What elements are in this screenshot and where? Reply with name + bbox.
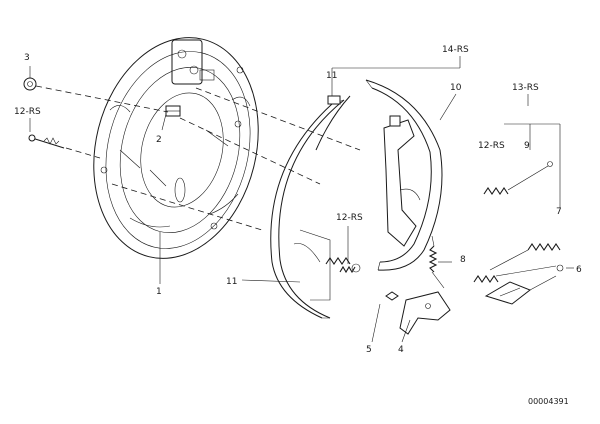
document-number: 00004391	[528, 397, 569, 406]
lower-return-spring	[489, 243, 561, 271]
adjuster-spring	[428, 235, 445, 289]
callout-7: 7	[556, 207, 562, 217]
callout-6: 6	[576, 265, 582, 275]
callout-10: 10	[450, 83, 462, 93]
callout-4: 4	[398, 345, 404, 355]
clip	[385, 291, 399, 301]
callout-12-rs-right: 12-RS	[478, 141, 505, 151]
callout-1: 1	[156, 287, 162, 297]
callout-9: 9	[524, 141, 530, 151]
strut-lever	[399, 291, 451, 335]
brake-shoe	[270, 95, 351, 319]
callout-13-rs: 13-RS	[512, 83, 539, 93]
callouts: 3 12-RS 2 1 11 14-RS 10 13-RS 12-RS 9 7 …	[14, 45, 582, 406]
callout-11-top: 11	[326, 71, 337, 81]
callout-12-rs-center: 12-RS	[336, 213, 363, 223]
retaining-pin	[28, 134, 65, 149]
leader-lines	[29, 56, 574, 343]
hold-down-springs	[325, 257, 361, 274]
callout-3: 3	[24, 53, 30, 63]
callout-5: 5	[366, 345, 372, 355]
callout-14-rs: 14-RS	[442, 45, 469, 55]
callout-2: 2	[156, 135, 162, 145]
hex-nut	[23, 77, 37, 91]
callout-12-rs-left: 12-RS	[14, 107, 41, 117]
backing-plate	[93, 37, 259, 259]
callout-8-lower: 8	[460, 255, 466, 265]
adjuster-screw	[473, 264, 564, 305]
assembly-lines	[35, 85, 361, 231]
callout-11-left: 11	[226, 277, 237, 287]
upper-return-spring	[483, 161, 553, 195]
brake-shoe-web	[365, 79, 443, 271]
